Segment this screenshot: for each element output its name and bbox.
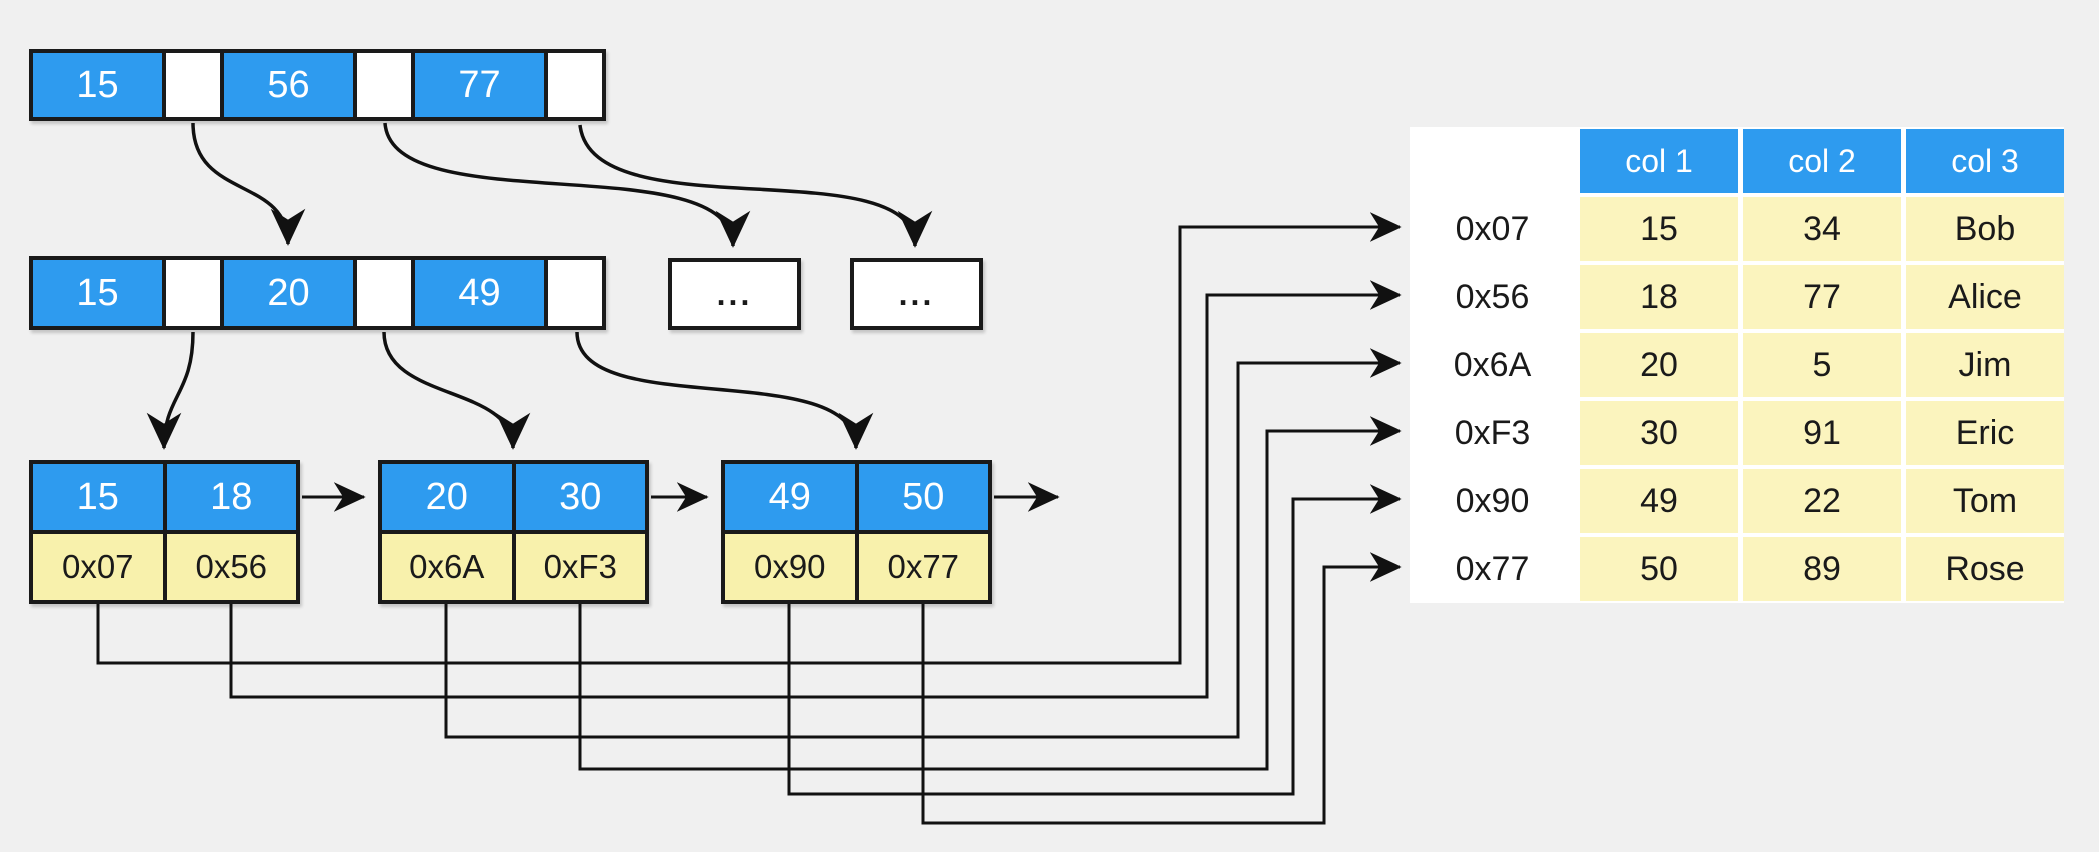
row-address-label: 0xF3 <box>1410 401 1575 465</box>
row-address-label: 0x56 <box>1410 265 1575 329</box>
internal-index-node: 15 20 49 <box>29 256 606 330</box>
internal-key-cell: 49 <box>415 260 544 326</box>
root-index-node: 15 56 77 <box>29 49 606 121</box>
table-cell: 18 <box>1580 265 1738 329</box>
leaf-record-pointer: 0x90 <box>725 534 855 600</box>
table-cell: 77 <box>1743 265 1901 329</box>
leaf-key-cell: 18 <box>166 464 296 530</box>
root-key-cell: 77 <box>415 53 544 117</box>
table-header: col 1 <box>1580 129 1738 193</box>
pointer-internal-to-leaf-3 <box>575 331 874 450</box>
leaf-key-cell: 15 <box>33 464 163 530</box>
table-cell: 22 <box>1743 469 1901 533</box>
pointer-internal-to-leaf-1 <box>146 331 195 450</box>
record-pointer-0x77 <box>921 552 1402 825</box>
root-key-cell: 56 <box>224 53 353 117</box>
pointer-root-to-ellipsis-node-1 <box>383 122 751 248</box>
table-header: col 2 <box>1743 129 1901 193</box>
table-header: col 3 <box>1906 129 2064 193</box>
row-address-label: 0x77 <box>1410 537 1575 601</box>
pointer-root-to-ellipsis-node-2 <box>578 124 933 248</box>
table-corner-cell <box>1410 129 1575 193</box>
record-pointer-0xF3 <box>578 416 1402 771</box>
leaf-key-cell: 30 <box>515 464 645 530</box>
table-cell: 5 <box>1743 333 1901 397</box>
leaf-record-pointer: 0x77 <box>858 534 988 600</box>
table-cell: 91 <box>1743 401 1901 465</box>
table-cell: Rose <box>1906 537 2064 601</box>
leaf-record-pointer: 0xF3 <box>515 534 645 600</box>
table-cell: Tom <box>1906 469 2064 533</box>
root-pointer-cell <box>548 53 602 117</box>
table-cell: 34 <box>1743 197 1901 261</box>
leaf-key-cell: 20 <box>382 464 512 530</box>
row-address-label: 0x6A <box>1410 333 1575 397</box>
record-pointer-0x6A <box>444 348 1402 739</box>
pointer-internal-to-leaf-2 <box>382 331 531 450</box>
internal-pointer-cell <box>357 260 411 326</box>
root-pointer-cell <box>357 53 411 117</box>
row-address-label: 0x90 <box>1410 469 1575 533</box>
leaf-record-pointer: 0x56 <box>166 534 296 600</box>
ellipsis-node: ... <box>850 258 983 330</box>
table-cell: 20 <box>1580 333 1738 397</box>
internal-key-cell: 20 <box>224 260 353 326</box>
table-cell: Alice <box>1906 265 2064 329</box>
leaf-node: 20 30 0x6A 0xF3 <box>378 460 649 604</box>
heap-table: col 1 col 2 col 3 0x07 15 34 Bob 0x56 18… <box>1410 127 2064 603</box>
row-address-label: 0x07 <box>1410 197 1575 261</box>
leaf-record-pointer: 0x6A <box>382 534 512 600</box>
table-cell: 89 <box>1743 537 1901 601</box>
table-cell: 49 <box>1580 469 1738 533</box>
table-cell: 30 <box>1580 401 1738 465</box>
internal-key-cell: 15 <box>33 260 162 326</box>
record-pointer-0x07 <box>96 212 1402 665</box>
internal-pointer-cell <box>166 260 220 326</box>
root-key-cell: 15 <box>33 53 162 117</box>
record-pointer-0x90 <box>787 484 1402 796</box>
leaf-key-cell: 50 <box>858 464 988 530</box>
table-cell: 50 <box>1580 537 1738 601</box>
leaf-record-pointer: 0x07 <box>33 534 163 600</box>
internal-pointer-cell <box>548 260 602 326</box>
record-pointer-0x56 <box>229 280 1402 699</box>
leaf-node: 49 50 0x90 0x77 <box>721 460 992 604</box>
table-cell: Jim <box>1906 333 2064 397</box>
pointer-root-to-internal-node <box>191 122 306 246</box>
leaf-key-cell: 49 <box>725 464 855 530</box>
table-cell: Eric <box>1906 401 2064 465</box>
table-cell: 15 <box>1580 197 1738 261</box>
root-pointer-cell <box>166 53 220 117</box>
leaf-node: 15 18 0x07 0x56 <box>29 460 300 604</box>
ellipsis-node: ... <box>668 258 801 330</box>
table-cell: Bob <box>1906 197 2064 261</box>
